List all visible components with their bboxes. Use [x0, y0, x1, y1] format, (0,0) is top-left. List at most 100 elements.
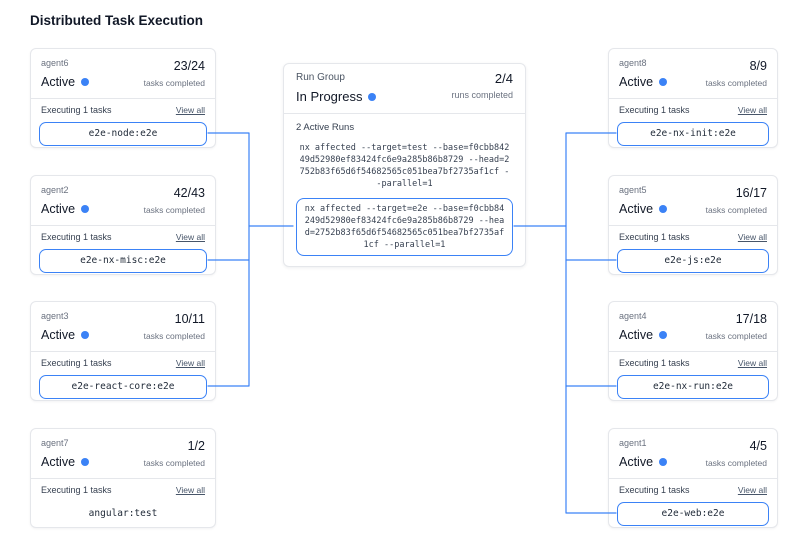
agent-card-header: agent6 Active 23/24 tasks completed: [31, 49, 215, 98]
agent-name: agent5: [619, 185, 647, 195]
status-dot-icon: [81, 458, 90, 466]
tasks-completed-label: tasks completed: [143, 78, 205, 88]
agent-name: agent4: [619, 311, 647, 321]
tasks-count: 42/43: [173, 186, 205, 200]
task-pill[interactable]: e2e-nx-misc:e2e: [39, 249, 207, 273]
agent-name: agent6: [41, 58, 69, 68]
agent-status-label: Active: [41, 202, 76, 216]
runs-completed-label: runs completed: [451, 90, 513, 100]
status-dot-icon: [81, 78, 90, 86]
status-dot-icon: [81, 205, 90, 213]
agent-card-footer: Executing 1 tasks View all e2e-nx-init:e…: [609, 98, 777, 146]
status-dot-icon: [659, 78, 668, 86]
task-pill[interactable]: e2e-react-core:e2e: [39, 375, 207, 399]
task-pill[interactable]: e2e-web:e2e: [617, 502, 769, 526]
tasks-count: 10/11: [174, 312, 205, 326]
agent-name: agent3: [41, 311, 69, 321]
executing-label: Executing 1 tasks: [41, 358, 112, 368]
agent-card: agent5 Active 16/17 tasks completed Exec…: [608, 175, 778, 275]
agent-name: agent8: [619, 58, 647, 68]
agent-card-header: agent1 Active 4/5 tasks completed: [609, 429, 777, 478]
view-all-link[interactable]: View all: [737, 232, 767, 242]
run-group-header: Run Group In Progress 2/4 runs completed: [284, 64, 525, 114]
run-command: nx affected --target=test --base=f0cbb84…: [299, 143, 510, 189]
run-command: nx affected --target=e2e --base=f0cbb842…: [304, 204, 505, 250]
agent-card-header: agent4 Active 17/18 tasks completed: [609, 302, 777, 351]
agent-status-label: Active: [619, 202, 654, 216]
run-group-status-label: In Progress: [296, 89, 363, 104]
view-all-link[interactable]: View all: [175, 358, 205, 368]
agent-status: Active: [619, 74, 668, 90]
task-pill[interactable]: angular:test: [39, 502, 207, 526]
agent-card-footer: Executing 1 tasks View all e2e-web:e2e: [609, 478, 777, 526]
agent-status-label: Active: [619, 328, 654, 342]
view-all-link[interactable]: View all: [737, 105, 767, 115]
page-title: Distributed Task Execution: [30, 13, 204, 28]
agent-card: agent6 Active 23/24 tasks completed Exec…: [30, 48, 216, 148]
agent-card-footer: Executing 1 tasks View all e2e-nx-run:e2…: [609, 351, 777, 399]
run-group-label: Run Group: [296, 72, 345, 83]
executing-label: Executing 1 tasks: [41, 232, 112, 242]
tasks-count: 1/2: [187, 439, 205, 453]
view-all-link[interactable]: View all: [737, 485, 767, 495]
agent-card-footer: Executing 1 tasks View all e2e-node:e2e: [31, 98, 215, 146]
executing-label: Executing 1 tasks: [619, 358, 690, 368]
agent-status-label: Active: [41, 328, 76, 342]
tasks-count: 23/24: [173, 59, 205, 73]
agent-status: Active: [41, 327, 90, 343]
agent-status-label: Active: [41, 75, 76, 89]
status-dot-icon: [659, 205, 668, 213]
tasks-count: 8/9: [749, 59, 767, 73]
run-group-status: In Progress: [296, 89, 377, 105]
task-pill[interactable]: e2e-node:e2e: [39, 122, 207, 146]
status-dot-icon: [368, 93, 377, 101]
view-all-link[interactable]: View all: [175, 232, 205, 242]
tasks-completed-label: tasks completed: [143, 205, 205, 215]
agent-card-footer: Executing 1 tasks View all e2e-react-cor…: [31, 351, 215, 399]
status-dot-icon: [659, 331, 668, 339]
tasks-completed-label: tasks completed: [705, 458, 767, 468]
status-dot-icon: [81, 331, 90, 339]
view-all-link[interactable]: View all: [737, 358, 767, 368]
agent-card-header: agent8 Active 8/9 tasks completed: [609, 49, 777, 98]
agent-card: agent7 Active 1/2 tasks completed Execut…: [30, 428, 216, 528]
tasks-completed-label: tasks completed: [143, 331, 205, 341]
agent-name: agent7: [41, 438, 69, 448]
executing-label: Executing 1 tasks: [619, 485, 690, 495]
executing-label: Executing 1 tasks: [41, 105, 112, 115]
tasks-completed-label: tasks completed: [705, 78, 767, 88]
agent-card-footer: Executing 1 tasks View all e2e-js:e2e: [609, 225, 777, 273]
tasks-count: 4/5: [749, 439, 767, 453]
view-all-link[interactable]: View all: [175, 485, 205, 495]
agent-status: Active: [41, 74, 90, 90]
status-dot-icon: [659, 458, 668, 466]
task-pill[interactable]: e2e-js:e2e: [617, 249, 769, 273]
executing-label: Executing 1 tasks: [619, 105, 690, 115]
agent-card-header: agent7 Active 1/2 tasks completed: [31, 429, 215, 478]
task-pill[interactable]: e2e-nx-run:e2e: [617, 375, 769, 399]
tasks-count: 16/17: [735, 186, 767, 200]
agent-card: agent2 Active 42/43 tasks completed Exec…: [30, 175, 216, 275]
agent-card-footer: Executing 1 tasks View all angular:test: [31, 478, 215, 526]
agent-card: agent1 Active 4/5 tasks completed Execut…: [608, 428, 778, 528]
agent-card-header: agent3 Active 10/11 tasks completed: [31, 302, 215, 351]
agent-status-label: Active: [619, 455, 654, 469]
active-runs-label: 2 Active Runs: [296, 122, 355, 133]
agent-status: Active: [619, 454, 668, 470]
agent-card: agent8 Active 8/9 tasks completed Execut…: [608, 48, 778, 148]
agent-status: Active: [41, 201, 90, 217]
task-pill[interactable]: e2e-nx-init:e2e: [617, 122, 769, 146]
view-all-link[interactable]: View all: [175, 105, 205, 115]
agent-status-label: Active: [41, 455, 76, 469]
tasks-completed-label: tasks completed: [705, 205, 767, 215]
agent-card-header: agent2 Active 42/43 tasks completed: [31, 176, 215, 225]
agent-status-label: Active: [619, 75, 654, 89]
executing-label: Executing 1 tasks: [41, 485, 112, 495]
tasks-count: 17/18: [735, 312, 767, 326]
tasks-completed-label: tasks completed: [143, 458, 205, 468]
run-command-pill[interactable]: nx affected --target=e2e --base=f0cbb842…: [296, 198, 513, 256]
agent-card: agent3 Active 10/11 tasks completed Exec…: [30, 301, 216, 401]
agent-status: Active: [41, 454, 90, 470]
agent-status: Active: [619, 327, 668, 343]
